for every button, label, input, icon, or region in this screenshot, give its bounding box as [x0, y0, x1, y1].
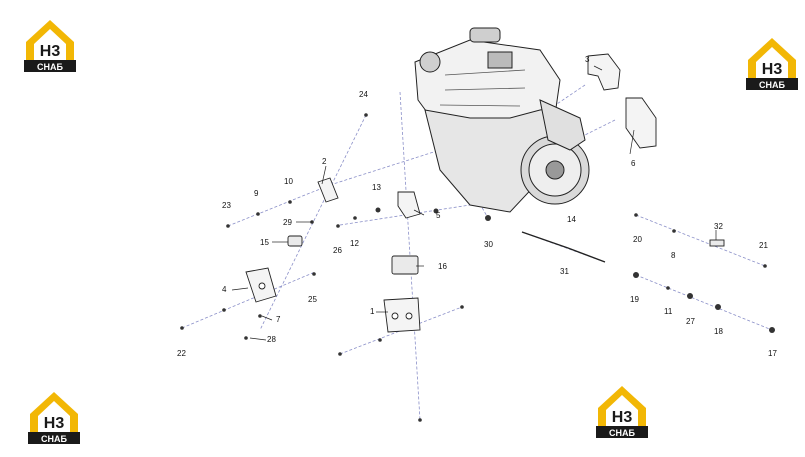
- brand-logo-bottom-left: H3 СНАБ: [28, 392, 80, 444]
- callout-9: 9: [254, 189, 259, 198]
- callout-18: 18: [714, 327, 723, 336]
- callout-25: 25: [308, 295, 317, 304]
- logo-sub: СНАБ: [41, 434, 67, 444]
- callout-16: 16: [438, 262, 447, 271]
- part-32-clip: [709, 239, 725, 247]
- logo-mark: H3: [762, 61, 783, 78]
- logo-mark: H3: [612, 409, 633, 426]
- part-5-bracket: [397, 191, 421, 219]
- part-1-plate: [383, 297, 421, 333]
- callout-1: 1: [370, 307, 375, 316]
- callout-26: 26: [333, 246, 342, 255]
- callout-11: 11: [664, 307, 673, 316]
- callout-8: 8: [671, 251, 676, 260]
- callout-20: 20: [633, 235, 642, 244]
- callout-30: 30: [484, 240, 493, 249]
- callout-14: 14: [567, 215, 576, 224]
- callout-leaders: [231, 65, 717, 341]
- part-15-cushion: [287, 235, 303, 247]
- callout-6: 6: [631, 159, 636, 168]
- callout-2: 2: [322, 157, 327, 166]
- callout-3: 3: [585, 55, 590, 64]
- callout-31: 31: [560, 267, 569, 276]
- brand-logo-top-right: H3 СНАБ: [746, 38, 798, 90]
- callout-27: 27: [686, 317, 695, 326]
- callout-12: 12: [350, 239, 359, 248]
- logo-sub: СНАБ: [37, 62, 63, 72]
- callout-28: 28: [267, 335, 276, 344]
- callout-24: 24: [359, 90, 368, 99]
- logo-sub: СНАБ: [759, 80, 785, 90]
- logo-mark: H3: [40, 43, 61, 60]
- part-16-mount: [391, 255, 419, 275]
- part-4-plate: [245, 267, 277, 303]
- callout-13: 13: [372, 183, 381, 192]
- brand-logo-top-left: H3 СНАБ: [24, 20, 76, 72]
- callout-29: 29: [283, 218, 292, 227]
- brand-logo-bottom-mid: H3 СНАБ: [596, 386, 648, 438]
- fasteners: [180, 113, 775, 422]
- callout-19: 19: [630, 295, 639, 304]
- part-3-bracket: [587, 53, 621, 91]
- part-6-bracket: [625, 97, 657, 149]
- callout-15: 15: [260, 238, 269, 247]
- part-2-bracket: [317, 177, 339, 203]
- logo-sub: СНАБ: [609, 428, 635, 438]
- callout-32: 32: [714, 222, 723, 231]
- part-31-rod: [521, 231, 606, 263]
- callout-5: 5: [436, 211, 441, 220]
- engine-assembly: [414, 27, 590, 213]
- callout-21: 21: [759, 241, 768, 250]
- callout-17: 17: [768, 349, 777, 358]
- callout-labels: 1 2 3 4 5 6 7 8 9 10 11 12 13 14 15 16 1…: [177, 55, 777, 358]
- callout-22: 22: [177, 349, 186, 358]
- callout-10: 10: [284, 177, 293, 186]
- callout-7: 7: [276, 315, 281, 324]
- logo-mark: H3: [44, 415, 65, 432]
- callout-23: 23: [222, 201, 231, 210]
- callout-4: 4: [222, 285, 227, 294]
